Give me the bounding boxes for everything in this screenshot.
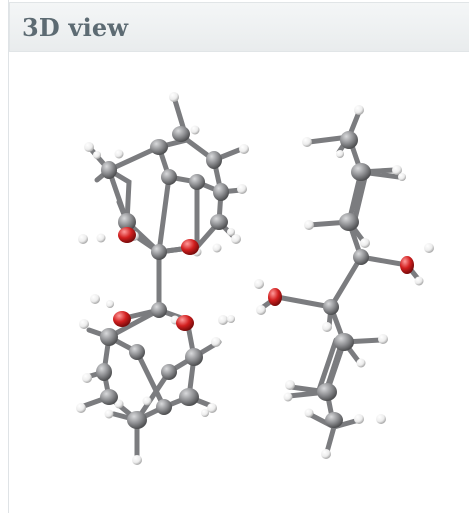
hydrogen-atom bbox=[354, 105, 364, 115]
oxygen-atom bbox=[118, 227, 136, 243]
carbon-atom bbox=[118, 213, 136, 231]
carbon-atom bbox=[334, 333, 354, 351]
carbon-atom bbox=[151, 302, 167, 318]
molecule-canvas[interactable] bbox=[9, 52, 469, 513]
hydrogen-atom bbox=[169, 92, 179, 102]
hydrogen-atom bbox=[256, 305, 266, 315]
3d-view-panel: 3D view bbox=[8, 0, 469, 513]
carbon-atom bbox=[189, 174, 205, 190]
oxygen-atom bbox=[268, 288, 282, 306]
hydrogen-atom bbox=[76, 403, 86, 413]
hydrogen-atom bbox=[398, 173, 406, 181]
hydrogen-atom bbox=[424, 243, 434, 253]
hydrogen-atom bbox=[356, 358, 366, 368]
hydrogen-atom bbox=[96, 233, 106, 243]
carbon-atom bbox=[101, 161, 117, 179]
hydrogen-atom bbox=[227, 315, 235, 323]
hydrogen-atom bbox=[104, 409, 114, 419]
hydrogen-atom bbox=[254, 279, 264, 289]
hydrogen-atom bbox=[227, 228, 235, 236]
carbon-atom bbox=[340, 131, 358, 149]
panel-title: 3D view bbox=[22, 13, 129, 42]
hydrogen-atoms-right bbox=[254, 105, 434, 459]
carbon-atom bbox=[100, 389, 118, 405]
hydrogen-atom bbox=[304, 220, 314, 230]
left-molecule bbox=[76, 92, 249, 465]
hydrogen-atom bbox=[211, 337, 221, 347]
hydrogen-atom bbox=[212, 243, 222, 253]
oxygen-atom bbox=[400, 256, 414, 274]
hydrogen-atom bbox=[378, 334, 388, 344]
oxygen-atom bbox=[181, 239, 199, 255]
hydrogen-atom bbox=[302, 137, 312, 147]
hydrogen-atom bbox=[201, 409, 209, 417]
carbon-atom bbox=[151, 244, 167, 260]
hydrogen-atom bbox=[78, 234, 88, 244]
hydrogen-atom bbox=[79, 319, 89, 329]
carbon-atom bbox=[213, 183, 229, 201]
right-molecule bbox=[254, 105, 434, 459]
oxygen-atom bbox=[113, 311, 131, 327]
carbon-atoms-right bbox=[317, 131, 371, 428]
hydrogen-atom bbox=[114, 149, 124, 159]
hydrogen-atom bbox=[142, 396, 152, 406]
hydrogen-atom bbox=[237, 184, 247, 194]
hydrogen-atom bbox=[360, 238, 370, 248]
3d-molecule-viewer[interactable] bbox=[9, 52, 469, 513]
carbon-atom bbox=[100, 328, 118, 346]
hydrogen-atom bbox=[114, 399, 124, 409]
carbon-atom bbox=[351, 163, 371, 181]
carbon-atom bbox=[179, 388, 199, 406]
hydrogen-atom bbox=[354, 414, 364, 424]
oxygen-atoms-left bbox=[113, 227, 199, 331]
hydrogen-atom bbox=[190, 125, 200, 135]
oxygen-atoms-right bbox=[268, 256, 414, 306]
carbon-atom bbox=[96, 363, 112, 381]
hydrogen-atom bbox=[336, 150, 344, 158]
hydrogen-atom bbox=[207, 403, 217, 413]
hydrogen-atom bbox=[414, 276, 424, 286]
hydrogen-atom bbox=[106, 300, 114, 308]
hydrogen-atom bbox=[132, 455, 142, 465]
carbon-atom bbox=[339, 213, 359, 231]
carbon-atom bbox=[185, 348, 203, 366]
hydrogen-atom bbox=[321, 449, 331, 459]
carbon-atom bbox=[127, 411, 147, 429]
carbon-atom bbox=[172, 126, 190, 142]
carbon-atom bbox=[325, 412, 343, 428]
hydrogen-atom bbox=[283, 392, 293, 402]
hydrogen-atom bbox=[82, 373, 92, 383]
carbon-atom bbox=[210, 214, 228, 230]
carbon-atom bbox=[353, 249, 369, 265]
carbon-atom bbox=[323, 299, 339, 315]
hydrogen-atom bbox=[231, 234, 241, 244]
carbon-atom bbox=[206, 151, 222, 169]
hydrogen-atoms-left bbox=[76, 92, 249, 465]
carbon-atom bbox=[129, 344, 145, 360]
carbon-atom bbox=[161, 364, 177, 380]
carbon-atom bbox=[317, 383, 337, 401]
carbon-atom bbox=[161, 169, 177, 185]
hydrogen-atom bbox=[93, 151, 101, 159]
hydrogen-atom bbox=[322, 322, 332, 332]
carbon-atom bbox=[156, 399, 172, 415]
hydrogen-atom bbox=[285, 380, 295, 390]
hydrogen-atom bbox=[392, 165, 402, 175]
hydrogen-atom bbox=[376, 414, 386, 424]
hydrogen-atom bbox=[304, 408, 314, 418]
panel-header: 3D view bbox=[9, 2, 469, 52]
oxygen-atom bbox=[176, 315, 194, 331]
carbon-atom bbox=[150, 139, 168, 155]
hydrogen-atom bbox=[84, 142, 94, 152]
hydrogen-atom bbox=[239, 144, 249, 154]
hydrogen-atom bbox=[218, 315, 228, 325]
hydrogen-atom bbox=[90, 294, 100, 304]
carbon-atoms-left bbox=[96, 126, 229, 429]
